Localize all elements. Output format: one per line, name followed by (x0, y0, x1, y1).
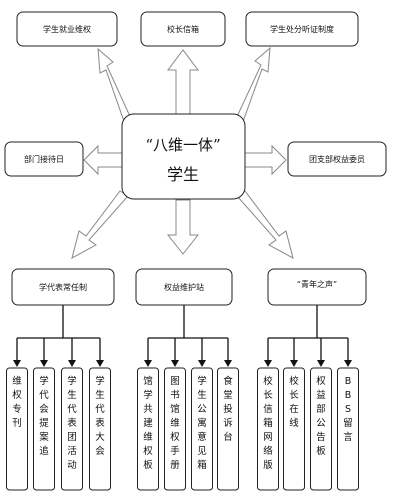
arrow-to-bottom-left (71, 190, 129, 259)
arrow-to-top-right (233, 46, 271, 128)
box-label: 学代表常任制 (39, 282, 87, 292)
center-subtitle: 学生 (167, 165, 199, 184)
leaf-label: 食堂投诉台 (223, 375, 233, 443)
arrow-to-right (244, 144, 287, 176)
box-principal-mailbox: 校长信箱 (140, 11, 226, 47)
leaf-box-right-1: 校长信箱网络版 (257, 367, 279, 491)
tree-connector-middle (144, 305, 232, 367)
leaf-label: 馆学共建维权板 (143, 375, 153, 471)
leaf-box-right-3: 权益部公告板 (310, 367, 332, 491)
box-league-branch-rights-committee: 团支部权益委员 (287, 141, 387, 177)
center-title: “八维一体” (145, 136, 220, 154)
box-label: 权益维护站 (164, 282, 204, 292)
leaf-box-left-1: 维权专刊 (6, 367, 28, 491)
leaf-box-middle-4: 食堂投诉台 (217, 367, 239, 491)
arrow-to-bottom-middle (166, 199, 200, 255)
leaf-box-middle-2: 图书馆维权手册 (164, 367, 186, 491)
arrow-to-top-left (97, 47, 134, 128)
arrow-to-bottom-right (236, 190, 294, 259)
arrow-to-top-middle (167, 49, 199, 116)
tree-connector-right (264, 305, 352, 367)
box-voice-of-youth: “青年之声” (267, 268, 367, 306)
box-label: 部门接待日 (24, 154, 64, 164)
box-label: 团支部权益委员 (309, 154, 365, 164)
leaf-box-right-2: 校长在线 (283, 367, 305, 491)
box-department-reception-day: 部门接待日 (4, 141, 84, 177)
box-rights-maintenance-station: 权益维护站 (135, 268, 233, 306)
leaf-box-middle-3: 学生公寓意见箱 (191, 367, 213, 491)
box-label: “青年之声” (297, 279, 337, 289)
leaf-box-left-4: 学生代表大会 (89, 367, 111, 491)
center-box: “八维一体” 学生 (121, 113, 246, 200)
leaf-group-middle: 馆学共建维权板 图书馆维权手册 学生公寓意见箱 食堂投诉台 (137, 367, 239, 491)
leaf-label: 校长信箱网络版 (263, 375, 273, 471)
leaf-label: 校长在线 (289, 375, 299, 429)
leaf-box-middle-1: 馆学共建维权板 (137, 367, 159, 491)
box-student-representative-system: 学代表常任制 (11, 268, 115, 306)
box-label: 学生就业维权 (43, 24, 91, 34)
arrow-to-left (83, 144, 123, 176)
leaf-label: 学生公寓意见箱 (197, 375, 207, 471)
leaf-box-left-2: 学代会提案追 (33, 367, 55, 491)
leaf-group-left: 维权专刊 学代会提案追 学生代表团活动 学生代表大会 (6, 367, 111, 491)
leaf-label: 权益部公告板 (316, 375, 326, 457)
leaf-label: 维权专刊 (12, 375, 22, 429)
leaf-label: 学生代表大会 (95, 375, 105, 457)
leaf-label: 学生代表团活动 (67, 375, 77, 471)
box-label: 校长信箱 (167, 24, 199, 34)
box-student-employment-rights: 学生就业维权 (16, 11, 118, 47)
box-label: 学生处分听证制度 (270, 24, 334, 34)
tree-connector-left (13, 305, 104, 367)
leaf-box-left-3: 学生代表团活动 (61, 367, 83, 491)
box-disciplinary-hearing: 学生处分听证制度 (245, 11, 359, 47)
leaf-label: 图书馆维权手册 (170, 376, 180, 471)
leaf-label: 学代会提案追 (39, 375, 49, 457)
